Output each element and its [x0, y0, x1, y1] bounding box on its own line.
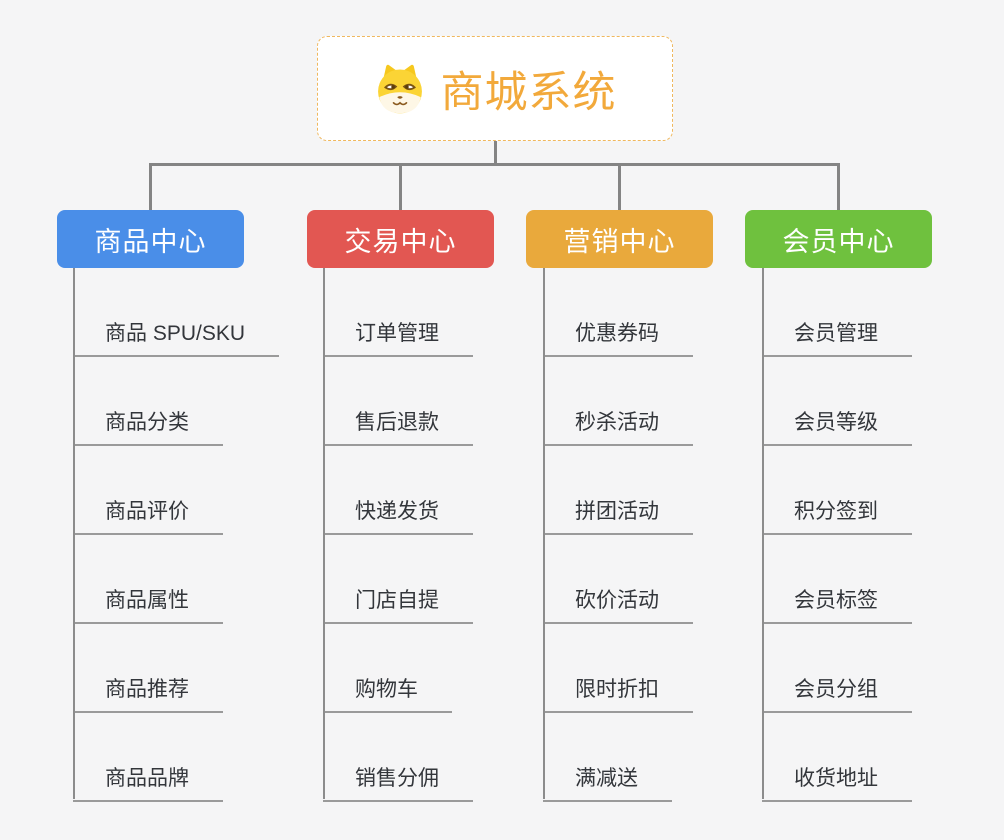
leaf-node[interactable]: 限时折扣	[543, 673, 693, 713]
leaf-node[interactable]: 商品评价	[73, 495, 223, 535]
leaf-node[interactable]: 秒杀活动	[543, 406, 693, 446]
leaf-node[interactable]: 拼团活动	[543, 495, 693, 535]
leaf-node[interactable]: 售后退款	[323, 406, 473, 446]
connector-drop-marketing	[618, 163, 621, 210]
leaf-row: 商品品牌	[73, 713, 279, 802]
root-title: 商城系统	[440, 68, 617, 117]
leaf-row: 拼团活动	[543, 446, 693, 535]
leaf-row: 商品 SPU/SKU	[73, 268, 280, 357]
branch-column-marketing: 优惠券码 秒杀活动 拼团活动 砍价活动 限时折扣 满减送	[543, 268, 693, 802]
leaf-row: 满减送	[543, 713, 693, 802]
leaf-row: 优惠券码	[543, 268, 693, 357]
leaf-row: 销售分佣	[323, 713, 473, 802]
leaf-node[interactable]: 商品品牌	[73, 762, 223, 802]
leaf-row: 商品评价	[73, 446, 279, 535]
leaf-row: 会员管理	[762, 268, 912, 357]
branch-header-product-center[interactable]: 商品中心	[57, 210, 244, 268]
leaf-row: 限时折扣	[543, 624, 693, 713]
leaf-row: 门店自提	[323, 535, 473, 624]
leaf-node[interactable]: 商品 SPU/SKU	[73, 317, 280, 357]
connector-column-line	[543, 268, 545, 799]
leaf-node[interactable]: 会员标签	[762, 584, 912, 624]
leaf-row: 会员分组	[762, 624, 912, 713]
connector-column-line	[73, 268, 75, 799]
leaf-row: 订单管理	[323, 268, 473, 357]
leaf-node[interactable]: 销售分佣	[323, 762, 473, 802]
leaf-row: 积分签到	[762, 446, 912, 535]
leaf-node[interactable]: 购物车	[323, 673, 452, 713]
branch-header-member-center[interactable]: 会员中心	[745, 210, 932, 268]
leaf-node[interactable]: 门店自提	[323, 584, 473, 624]
branch-header-trade-center[interactable]: 交易中心	[307, 210, 494, 268]
branch-column-trade: 订单管理 售后退款 快递发货 门店自提 购物车 销售分佣	[323, 268, 473, 802]
leaf-node[interactable]: 收货地址	[762, 762, 912, 802]
leaf-node[interactable]: 砍价活动	[543, 584, 693, 624]
connector-drop-trade	[399, 163, 402, 210]
leaf-node[interactable]: 满减送	[543, 762, 672, 802]
leaf-node[interactable]: 商品属性	[73, 584, 223, 624]
branch-header-marketing-center[interactable]: 营销中心	[526, 210, 713, 268]
branch-column-member: 会员管理 会员等级 积分签到 会员标签 会员分组 收货地址	[762, 268, 912, 802]
leaf-node[interactable]: 会员分组	[762, 673, 912, 713]
leaf-node[interactable]: 优惠券码	[543, 317, 693, 357]
leaf-node[interactable]: 商品推荐	[73, 673, 223, 713]
leaf-node[interactable]: 快递发货	[323, 495, 473, 535]
connector-column-line	[762, 268, 764, 799]
leaf-row: 快递发货	[323, 446, 473, 535]
branch-column-product: 商品 SPU/SKU 商品分类 商品评价 商品属性 商品推荐 商品品牌	[73, 268, 280, 802]
root-node[interactable]: 商城系统	[317, 36, 673, 141]
leaf-node[interactable]: 会员等级	[762, 406, 912, 446]
leaf-row: 购物车	[323, 624, 473, 713]
leaf-row: 收货地址	[762, 713, 912, 802]
connector-column-line	[323, 268, 325, 799]
leaf-row: 砍价活动	[543, 535, 693, 624]
leaf-node[interactable]: 会员管理	[762, 317, 912, 357]
leaf-node[interactable]: 积分签到	[762, 495, 912, 535]
connector-horizontal-line	[149, 163, 840, 166]
leaf-row: 商品分类	[73, 357, 279, 446]
connector-drop-member	[837, 163, 840, 210]
leaf-row: 售后退款	[323, 357, 473, 446]
dog-icon	[374, 63, 426, 115]
leaf-row: 秒杀活动	[543, 357, 693, 446]
connector-drop-product	[149, 163, 152, 210]
leaf-row: 商品推荐	[73, 624, 279, 713]
leaf-row: 会员等级	[762, 357, 912, 446]
leaf-node[interactable]: 订单管理	[323, 317, 473, 357]
leaf-row: 会员标签	[762, 535, 912, 624]
leaf-node[interactable]: 商品分类	[73, 406, 223, 446]
connector-root-stub	[494, 141, 497, 166]
leaf-row: 商品属性	[73, 535, 279, 624]
